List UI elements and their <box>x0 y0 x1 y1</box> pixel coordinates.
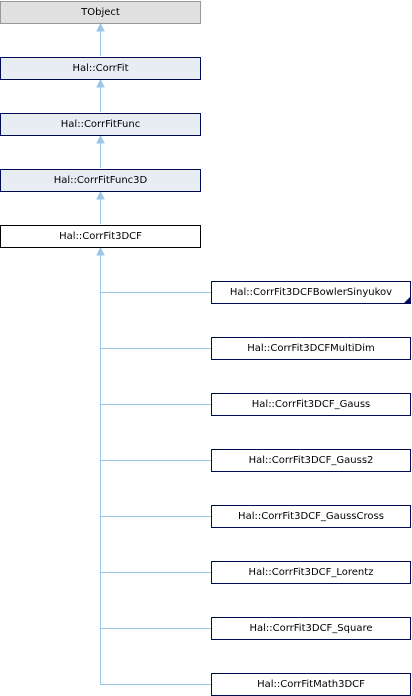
class-node-tobject[interactable]: TObject <box>0 1 201 24</box>
class-node-label: Hal::CorrFit3DCFBowlerSinyukov <box>229 287 393 298</box>
class-node-corrfitfunc3d[interactable]: Hal::CorrFitFunc3D <box>0 169 201 192</box>
arrowhead-corrfit3dcf <box>96 246 105 256</box>
arrowhead-corrfit <box>96 78 105 88</box>
more-descendants-marker <box>404 297 410 303</box>
class-node-math3dcf[interactable]: Hal::CorrFitMath3DCF <box>211 673 411 696</box>
class-node-gausscross[interactable]: Hal::CorrFit3DCF_GaussCross <box>211 505 411 528</box>
class-node-gauss2[interactable]: Hal::CorrFit3DCF_Gauss2 <box>211 449 411 472</box>
class-node-multidim[interactable]: Hal::CorrFit3DCFMultiDim <box>211 337 411 360</box>
class-node-corrfit3dcf: Hal::CorrFit3DCF <box>0 225 201 248</box>
arrowhead-corrfitfunc3d <box>96 190 105 200</box>
class-node-corrfit[interactable]: Hal::CorrFit <box>0 57 201 80</box>
class-node-lorentz[interactable]: Hal::CorrFit3DCF_Lorentz <box>211 561 411 584</box>
class-node-gauss[interactable]: Hal::CorrFit3DCF_Gauss <box>211 393 411 416</box>
class-node-square[interactable]: Hal::CorrFit3DCF_Square <box>211 617 411 640</box>
arrowhead-corrfitfunc <box>96 134 105 144</box>
class-node-bowlersinyukov[interactable]: Hal::CorrFit3DCFBowlerSinyukov <box>211 281 411 304</box>
arrowhead-tobject <box>96 22 105 32</box>
class-node-corrfitfunc[interactable]: Hal::CorrFitFunc <box>0 113 201 136</box>
